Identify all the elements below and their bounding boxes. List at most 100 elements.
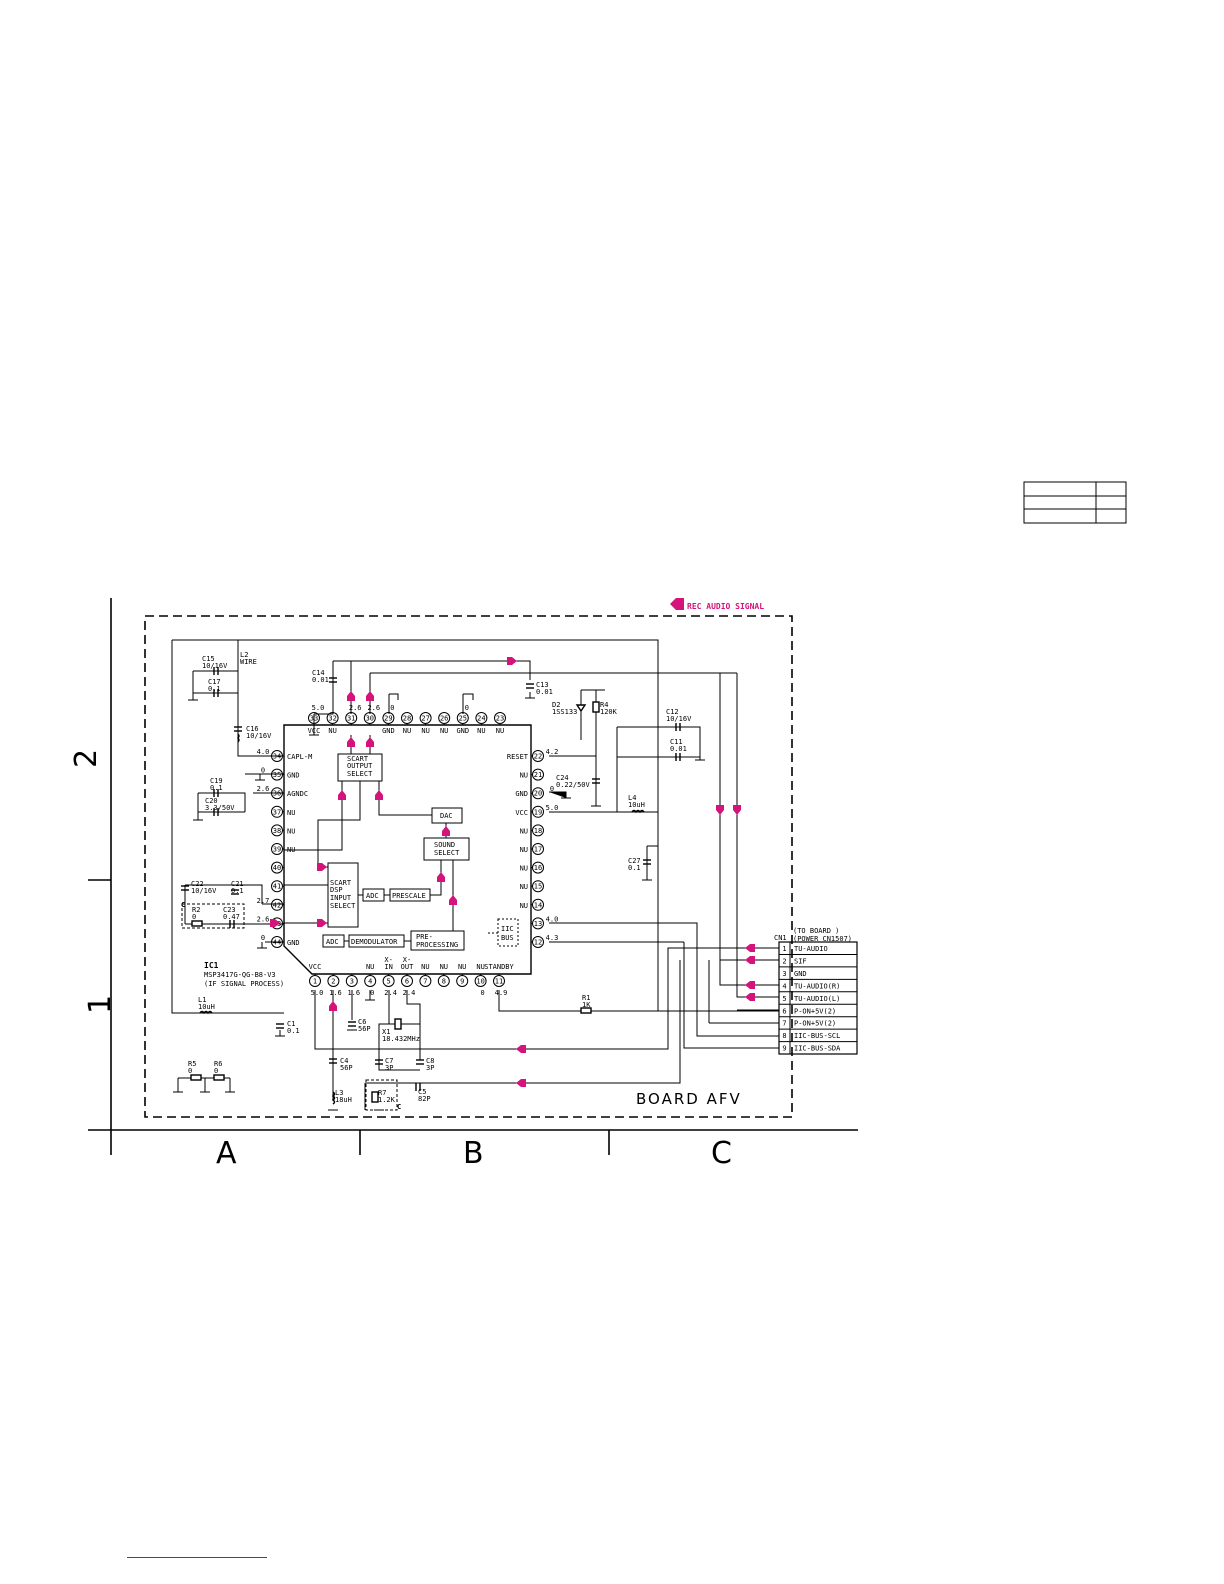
- block-scart-in-label: SELECT: [330, 902, 356, 910]
- block-adc-label: ADC: [366, 892, 379, 900]
- x1-value: 18.432MHz: [382, 1035, 420, 1043]
- board-outline: [144, 615, 793, 1118]
- c15-value: 10/16V: [202, 662, 228, 670]
- pin-name: NU: [520, 865, 528, 873]
- ic1-pin-30: 302.6: [363, 704, 380, 724]
- r4-ref: R4: [600, 701, 608, 709]
- c19-value: 0.1: [210, 784, 223, 792]
- c4-ref: C4: [340, 1057, 348, 1065]
- pin-number: 9: [460, 978, 464, 986]
- ic1-pin-7: 7NU: [419, 963, 432, 987]
- pin-voltage: 0: [370, 989, 374, 997]
- rec-audio-arrows: [270, 657, 755, 1087]
- c21-ref: C21: [231, 880, 244, 888]
- pin-number: 22: [534, 753, 542, 761]
- pin-voltage: 0: [465, 704, 469, 712]
- pin-name: GND: [515, 790, 528, 798]
- cn1-pin-name: TU-AUDIO(R): [794, 982, 840, 990]
- component-glyphs: [181, 667, 681, 1105]
- pin-number: 1: [313, 978, 317, 986]
- cn1-pin-name: SIF: [794, 957, 807, 965]
- pin-name: NU: [287, 809, 295, 817]
- cn1-pin-number: 1: [782, 945, 786, 953]
- cn1-pin-number: 4: [782, 982, 786, 990]
- d2-value: 1SS133: [552, 708, 577, 716]
- cn1-pin-number: 3: [782, 970, 786, 978]
- pin-voltage: 2.6: [257, 915, 270, 923]
- signal-arrow: [347, 691, 355, 701]
- l3-ref: L3: [335, 1089, 343, 1097]
- pin-voltage: 5.0: [546, 804, 559, 812]
- pin-name: STANDBY: [484, 963, 514, 971]
- c22-value: 10/16V: [191, 887, 217, 895]
- pin-voltage: 4.0: [257, 748, 270, 756]
- c20-value: 3.3/50V: [205, 804, 235, 812]
- l1-value: 10uH: [198, 1003, 215, 1011]
- ic1-pin-31: 312.6: [345, 704, 362, 724]
- signal-arrow: [507, 657, 517, 665]
- pin-name: X-: [384, 956, 392, 964]
- c5-value: 82P: [418, 1095, 431, 1103]
- cn1-pin-number: 8: [782, 1032, 786, 1040]
- component-marker: C: [181, 901, 185, 909]
- pin-name: NU: [520, 846, 528, 854]
- ic1-pin-13: 134.0: [532, 915, 558, 930]
- board-name: BOARD AFV: [636, 1090, 742, 1108]
- c11-value: 0.01: [670, 745, 687, 753]
- r2-ref: R2: [192, 906, 200, 914]
- signal-arrow: [516, 1079, 526, 1087]
- revision-table: [1023, 481, 1127, 524]
- pin-number: 8: [442, 978, 446, 986]
- c13-value: 0.01: [536, 688, 553, 696]
- r1-ref: R1: [582, 994, 590, 1002]
- l2-ref: L2: [240, 651, 248, 659]
- r1-value: 1K: [582, 1001, 591, 1009]
- cn1-pin-number: 2: [782, 957, 786, 965]
- c8-value: 3P: [426, 1064, 434, 1072]
- cn1-pin-number: 7: [782, 1020, 786, 1028]
- signal-arrow: [733, 805, 741, 815]
- ic1-pin-3: 31.6: [345, 975, 360, 997]
- pin-name: NU: [520, 902, 528, 910]
- pin-number: 2: [331, 978, 335, 986]
- cn1-destination: (TO BOARD ): [793, 927, 839, 935]
- pin-number: 10: [476, 978, 484, 986]
- signal-arrow: [366, 691, 374, 701]
- pin-voltage: 0: [261, 767, 265, 775]
- grid-row-label: 2: [69, 749, 104, 768]
- ic1-pin-9: 9NU: [456, 963, 469, 987]
- c17-value: 0.1: [208, 685, 221, 693]
- pin-number: 26: [440, 715, 448, 723]
- r6-ref: R6: [214, 1060, 222, 1068]
- signal-arrow: [366, 737, 374, 747]
- grid-col-label: C: [711, 1136, 732, 1171]
- pin-name: GND: [287, 772, 300, 780]
- cn1-pin-name: TU-AUDIO(L): [794, 995, 840, 1003]
- ic1-pin-41: 41: [271, 880, 283, 893]
- c16-ref: C16: [246, 725, 259, 733]
- pin-number: 5: [386, 978, 390, 986]
- block-sound-select-label: SOUND: [434, 841, 455, 849]
- pin-voltage: 5.0: [312, 704, 325, 712]
- pin-name: AGNDC: [287, 790, 308, 798]
- pin-name: NU: [476, 963, 484, 971]
- pin-number: 37: [273, 808, 281, 816]
- c14-value: 0.01: [312, 676, 329, 684]
- block-iic-bus-label: IIC: [501, 925, 514, 933]
- pin-number: 12: [534, 939, 542, 947]
- pin-number: 15: [534, 883, 542, 891]
- cn1-pin-number: 6: [782, 1007, 786, 1015]
- pin-number: 24: [477, 715, 485, 723]
- pin-number: 27: [421, 715, 429, 723]
- l1-ref: L1: [198, 996, 206, 1004]
